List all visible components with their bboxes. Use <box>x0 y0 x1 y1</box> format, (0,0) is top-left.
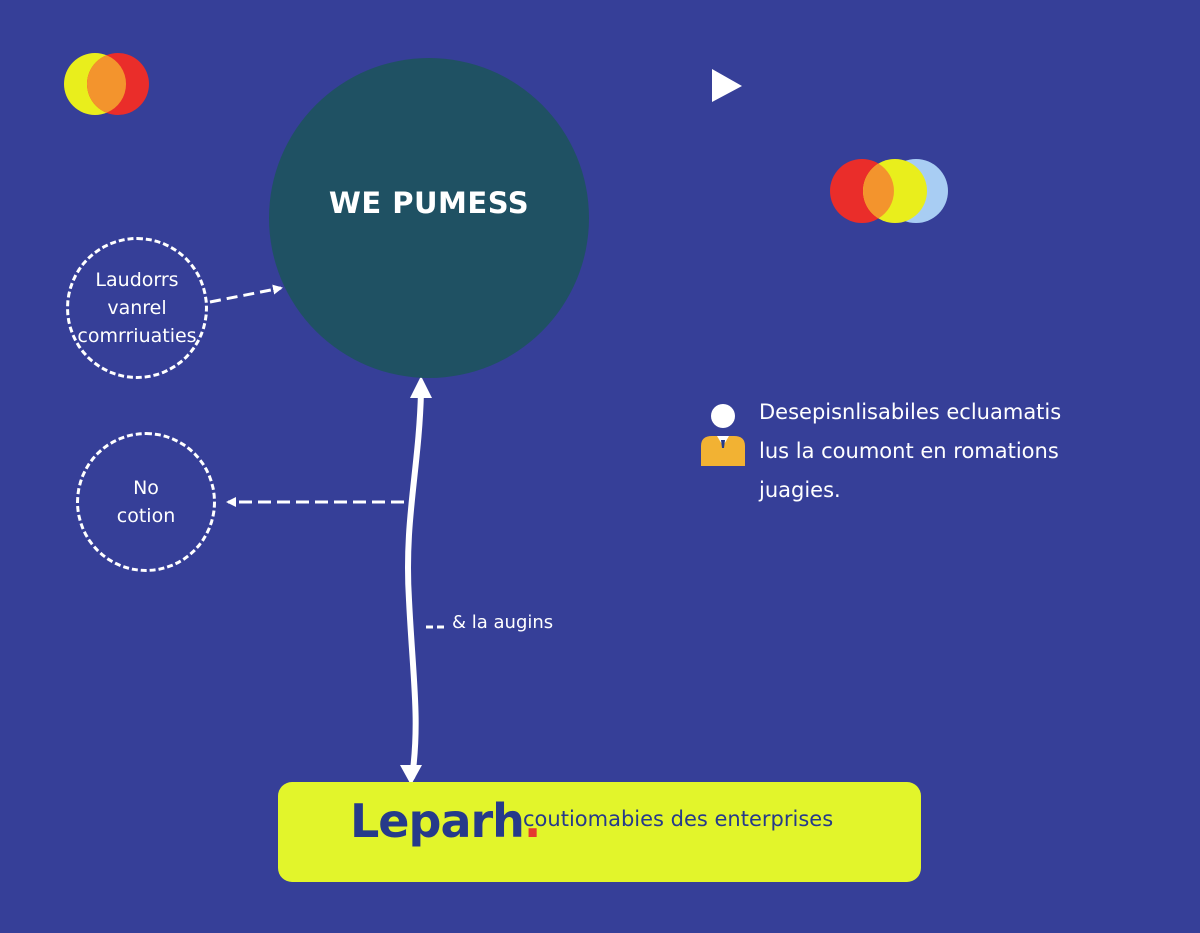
edge-center-to-footer <box>404 391 424 779</box>
arrowhead-down <box>400 765 422 785</box>
node-laudorrs-label: Laudorrs vanrel comrriuaties <box>77 269 197 347</box>
arrowhead-up <box>410 376 432 398</box>
play-icon <box>712 69 742 102</box>
person-icon <box>700 396 746 468</box>
edge-node1-to-center <box>209 284 283 304</box>
three-overlapping-circles-icon <box>830 159 948 223</box>
info-description: Desepisnlisabiles ecluamatis lus la coum… <box>759 400 1062 502</box>
edge-label: & la augins <box>452 612 554 633</box>
center-node-title: WE PUMESS <box>328 186 530 220</box>
brand-tagline: coutiomabies des enterprises <box>523 807 834 831</box>
footer-banner: Leparh. coutiomabies des enterprises <box>278 782 921 882</box>
brand-dot: . <box>523 794 542 848</box>
brand-name: Leparh <box>350 794 525 848</box>
info-block: Desepisnlisabiles ecluamatis lus la coum… <box>700 396 1061 510</box>
node-laudorrs: Laudorrs vanrel comrriuaties <box>66 237 208 379</box>
center-node: WE PUMESS <box>269 58 589 378</box>
node-no-cotion-label: No cotion <box>116 477 176 527</box>
two-overlapping-circles-icon <box>64 53 149 115</box>
node-no-cotion: No cotion <box>76 432 216 572</box>
brand-logo: Leparh. <box>350 794 542 848</box>
